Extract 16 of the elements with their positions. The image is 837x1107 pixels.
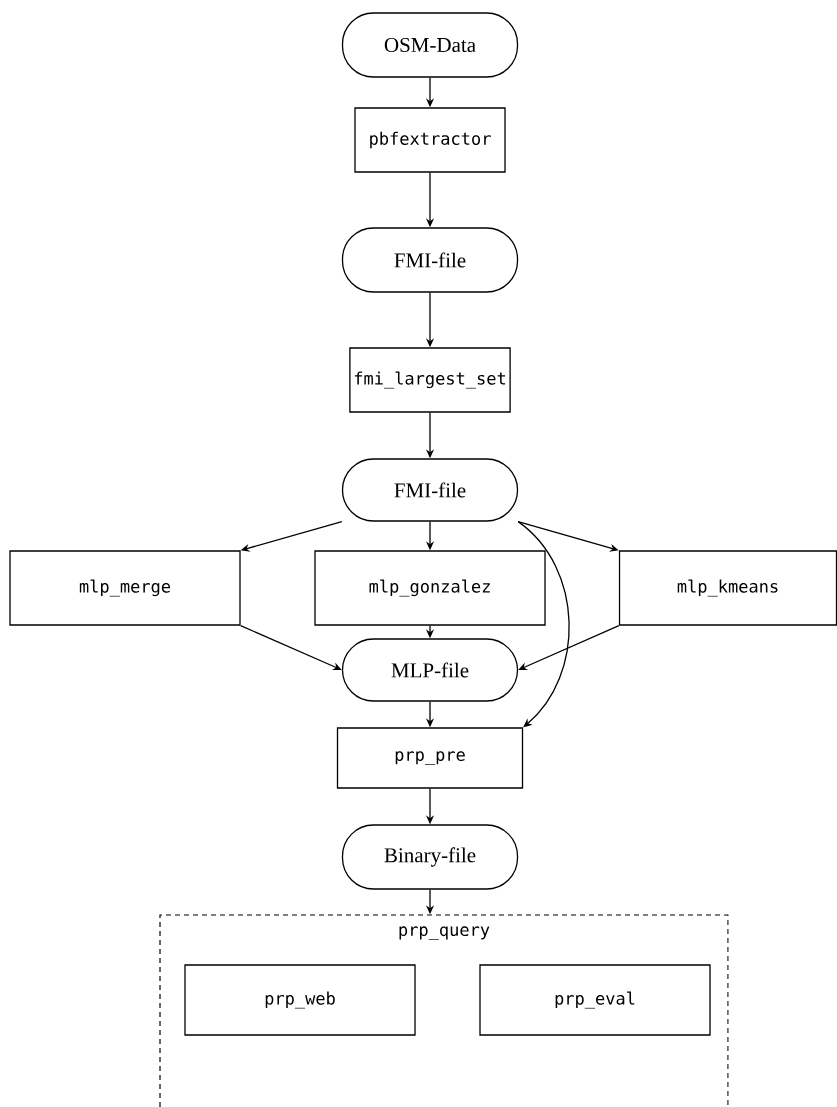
process-box: prp_eval: [479, 964, 711, 1036]
process-box: mlp_gonzalez: [314, 550, 546, 626]
terminal-box: OSM-Data: [341, 12, 519, 78]
group-heading: prp_query: [399, 926, 490, 940]
process-box: fmi_largest_set: [349, 347, 511, 413]
process-box: prp_web: [184, 964, 416, 1036]
terminal-box: Binary-file: [341, 824, 519, 890]
process-box: mlp_kmeans: [618, 550, 837, 626]
process-box: pbfextractor: [354, 107, 506, 173]
terminal-box: MLP-file: [341, 638, 519, 702]
arrow: [518, 625, 620, 671]
terminal-box: FMI-file: [341, 227, 519, 293]
process-box: mlp_merge: [9, 550, 241, 626]
terminal-box: FMI-file: [341, 458, 519, 522]
arrow: [240, 625, 342, 671]
process-box: prp_pre: [336, 727, 524, 789]
